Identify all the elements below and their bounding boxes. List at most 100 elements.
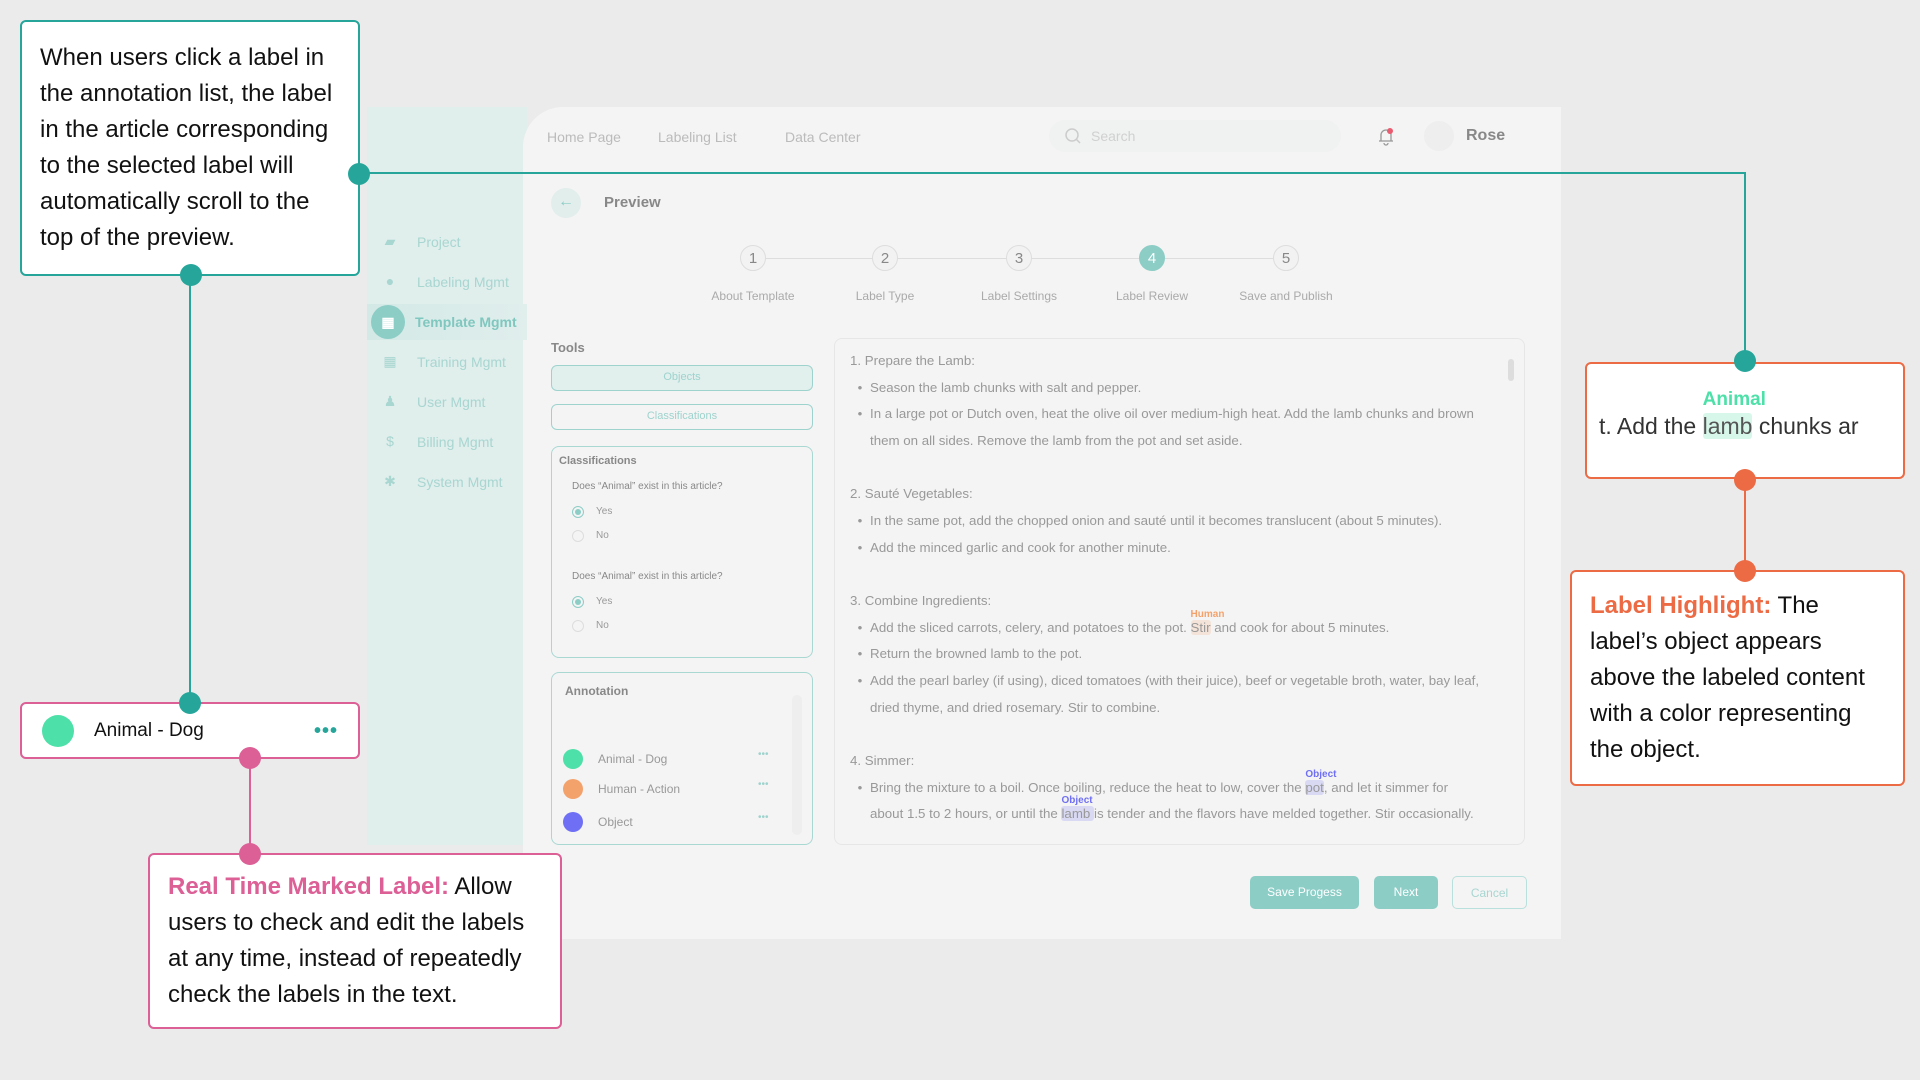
step-label: Label Review (1115, 289, 1189, 303)
sidebar-item[interactable]: ▰ Project (367, 224, 527, 260)
sidebar-item-label: Project (417, 234, 461, 250)
connector-line (360, 172, 1746, 174)
sidebar-item[interactable]: $ Billing Mgmt (367, 424, 527, 460)
nav-home-page[interactable]: Home Page (547, 129, 621, 145)
annotation-item[interactable]: Object ••• (563, 812, 773, 832)
avatar[interactable] (1424, 121, 1454, 151)
label-tag: Animal (1702, 389, 1766, 410)
annotation-panel: Annotation (551, 672, 813, 845)
classifications-tab[interactable]: Classifications (551, 404, 813, 430)
label-color-dot (563, 812, 583, 832)
step-circle[interactable]: 5 (1273, 245, 1299, 271)
step-label: Label Type (855, 289, 915, 303)
callout-title: Label Highlight: (1590, 592, 1772, 619)
objects-tab[interactable]: Objects (551, 365, 813, 391)
article-line: •Add the sliced carrots, celery, and pot… (850, 608, 1389, 635)
step-circle[interactable]: 1 (740, 245, 766, 271)
article-preview: 1. Prepare the Lamb:•Season the lamb chu… (834, 338, 1525, 845)
callout-text: When users click a label in the annotati… (40, 44, 333, 251)
bullet: • (857, 406, 863, 422)
connector-dot (180, 264, 202, 286)
annotation-label: Human - Action (598, 782, 681, 796)
label-tag: Human (1190, 608, 1225, 620)
connector-dot (1734, 560, 1756, 582)
sidebar-item[interactable]: ▦Training Mgmt (367, 344, 527, 380)
sidebar-item[interactable]: ✱System Mgmt (367, 464, 527, 500)
connector-line (189, 200, 191, 702)
step-label: Save and Publish (1239, 289, 1333, 303)
annotation-item[interactable]: Animal - Dog••• (563, 749, 773, 769)
step-circle[interactable]: 2 (872, 245, 898, 271)
more-options-icon[interactable]: ••• (758, 812, 769, 823)
label-tag: Object (1305, 768, 1337, 780)
callout-scroll: When users click a label in the annotati… (20, 20, 370, 286)
more-options-icon[interactable]: ••• (758, 779, 769, 790)
radio-label: Yes (596, 506, 613, 517)
article-line: them on all sides. Remove the lamb from … (870, 432, 1243, 448)
radio-no-2[interactable] (572, 620, 584, 632)
folder-icon: ▰ (384, 233, 396, 249)
step-circle[interactable]: 3 (1006, 245, 1032, 271)
radio-no-1[interactable] (572, 530, 584, 542)
sidebar-item-label: Labeling Mgmt (417, 274, 509, 290)
connector-dot (1734, 350, 1756, 372)
animal-color-dot (42, 714, 74, 747)
callout-highlight: Label Highlight: The label’s object appe… (1570, 560, 1905, 786)
user-icon: ♟ (383, 393, 397, 409)
article-line: about 1.5 to 2 hours, or until the Objec… (870, 795, 1474, 822)
annotation-label: Animal - Dog (94, 719, 204, 741)
annotation-title: Annotation (565, 684, 629, 698)
annotation-item[interactable]: Human - Action ••• (563, 779, 773, 799)
save-progress-button[interactable]: Save Progess (1250, 876, 1359, 909)
label-color-dot (563, 779, 583, 799)
radio-yes-1[interactable] (572, 506, 584, 518)
sidebar-item[interactable]: ●Labeling Mgmt (367, 264, 527, 300)
more-options-icon[interactable]: ••• (758, 749, 769, 760)
sidebar-item-label: Training Mgmt (417, 354, 506, 370)
bullet: • (857, 619, 863, 635)
article-line: •Add the pearl barley (if using), diced … (850, 673, 1479, 688)
label-color-dot (563, 749, 583, 769)
search-placeholder: Search (1091, 128, 1136, 144)
callout-title: Real Time Marked Label: (168, 873, 449, 900)
bullet: • (857, 513, 863, 528)
article-line: 2. Sauté Vegetables: (850, 486, 973, 502)
connector-dot (239, 747, 261, 769)
connector-dot (1734, 469, 1756, 491)
sidebar (367, 107, 527, 845)
sidebar-item[interactable]: ▦ Template Mgmt (367, 304, 527, 340)
sidebar-menu: ▰ Project ●Labeling Mgmt ▦ Template Mgmt ▦Tra… (367, 224, 527, 500)
question-2: Does “Animal” exist in this article? (572, 571, 723, 582)
question-1: Does “Animal” exist in this article? (572, 481, 723, 492)
nav-data-center[interactable]: Data Center (785, 129, 861, 145)
bullet: • (857, 673, 863, 688)
back-arrow-icon[interactable]: ← (551, 188, 581, 218)
scrollbar[interactable] (792, 695, 802, 835)
selected-annotation-popup[interactable]: Animal - Dog ••• (20, 692, 360, 769)
sidebar-item-label: Template Mgmt (415, 314, 517, 330)
tools-title: Tools (551, 340, 585, 355)
search-icon (1065, 128, 1081, 144)
grid-icon: ▦ (371, 305, 405, 339)
dollar-icon: $ (386, 433, 394, 449)
bullet: • (857, 379, 863, 395)
sidebar-item[interactable]: ♟User Mgmt (367, 384, 527, 420)
scrollbar[interactable] (1508, 359, 1514, 381)
annotation-label: Object (598, 815, 633, 829)
nav-labeling-list[interactable]: Labeling List (658, 129, 737, 145)
step-circle[interactable]: 4 (1139, 245, 1165, 271)
more-options-icon[interactable]: ••• (313, 719, 338, 742)
next-button[interactable]: Next (1374, 876, 1438, 909)
radio-yes-2[interactable] (572, 596, 584, 608)
sidebar-item-label: Billing Mgmt (417, 434, 494, 450)
radio-label: Yes (596, 596, 613, 607)
search-input[interactable]: Search (1049, 120, 1341, 152)
callout-text: Allow users to check and edit the labels… (168, 873, 525, 1008)
article-line: •In the same pot, add the chopped onion … (850, 513, 1442, 528)
bell-icon[interactable] (1377, 126, 1395, 146)
cancel-button[interactable]: Cancel (1452, 876, 1527, 909)
